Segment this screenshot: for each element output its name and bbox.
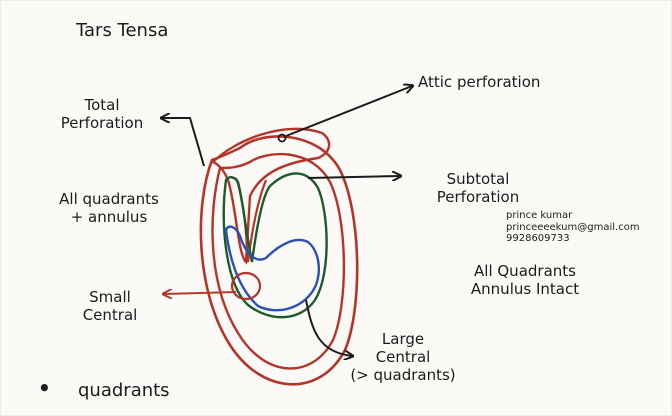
arrow-small-central <box>164 292 236 294</box>
arrow-attic-perforation <box>286 86 412 136</box>
attic-pars-flaccida <box>213 129 329 262</box>
arrow-subtotal-perforation <box>308 176 400 178</box>
arrow-total-perforation <box>162 118 204 166</box>
